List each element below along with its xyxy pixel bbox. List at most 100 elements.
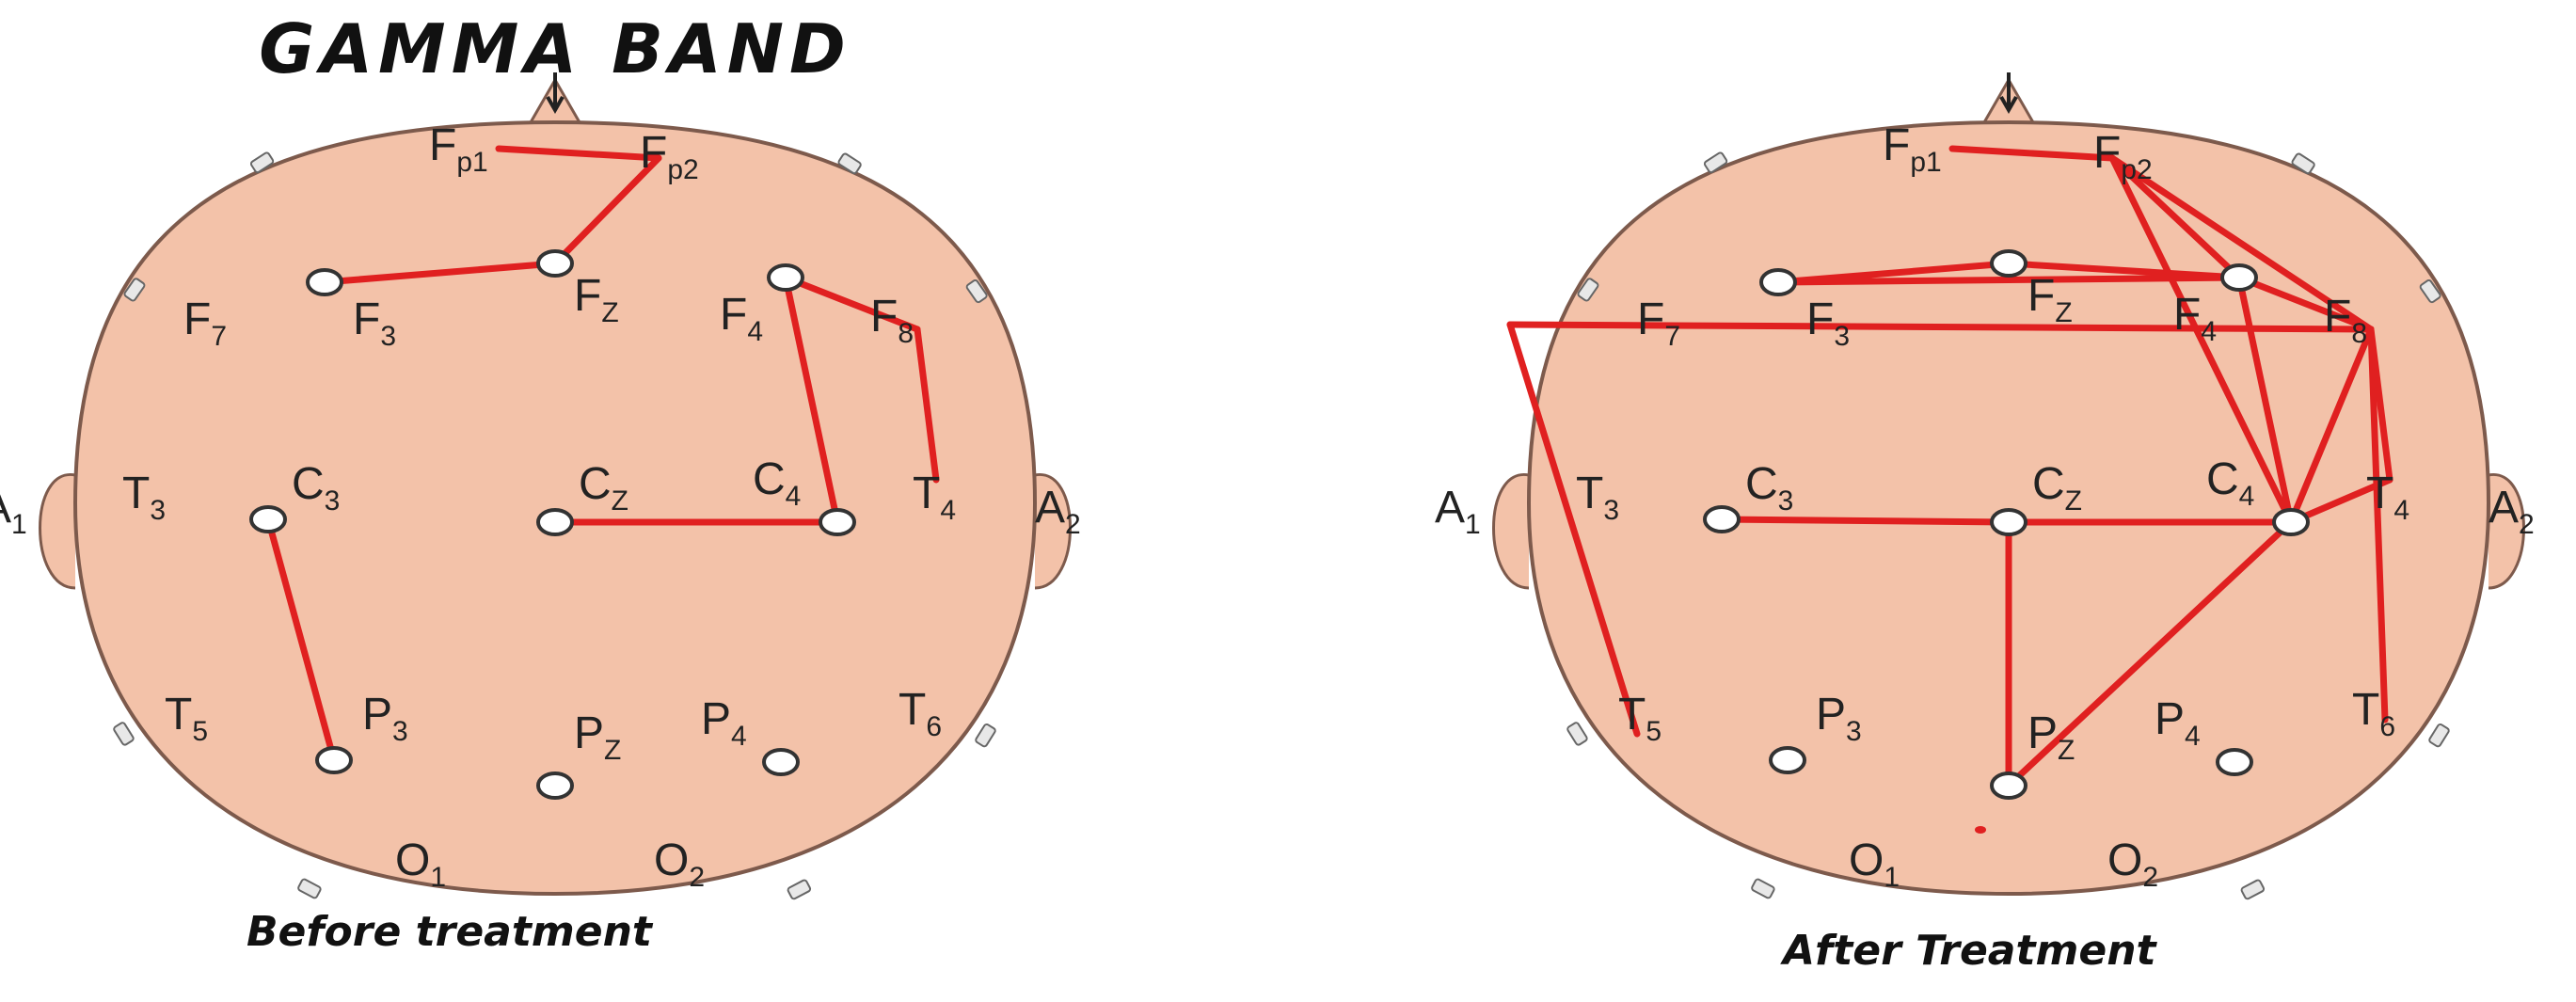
rim-electrode-tab: [787, 879, 812, 900]
electrode-label-pz: PZ: [574, 708, 621, 766]
rim-electrode-tab: [113, 722, 135, 746]
connection-pz-c4: [2005, 518, 2295, 789]
electrode-label-a2: A2: [1035, 483, 1081, 540]
electrode-label-c4: C4: [753, 454, 801, 512]
electrode-label-t6: T6: [2352, 685, 2395, 742]
electrode-fz: [1990, 249, 2027, 278]
electrode-label-a2: A2: [2489, 483, 2535, 540]
rim-electrode-tab: [1566, 722, 1588, 746]
connection-f7-t5: [1506, 321, 1641, 738]
rim-electrode-tab: [2240, 879, 2266, 900]
connection-f4-f8: [782, 274, 921, 333]
electrode-fz: [536, 249, 574, 278]
electrode-label-a1: A1: [0, 483, 27, 540]
electrode-f4: [2220, 263, 2258, 292]
electrode-label-c4: C4: [2206, 454, 2254, 512]
electrode-label-f3: F3: [1806, 294, 1850, 352]
electrode-label-t4: T4: [2366, 469, 2409, 526]
electrode-label-f7: F7: [183, 294, 227, 352]
electrode-label-t4: T4: [913, 469, 956, 526]
nasion-arrow-icon: [546, 72, 564, 115]
electrode-label-fp1: Fp1: [429, 120, 488, 178]
rim-electrode-tab: [2428, 723, 2450, 748]
electrode-label-f8: F8: [2324, 292, 2367, 349]
electrode-cz: [1990, 508, 2027, 536]
connection-fp2-f4: [2108, 154, 2243, 281]
right-ear: [2488, 473, 2525, 590]
connection-c4-t4: [2287, 476, 2393, 526]
electrode-label-p4: P4: [701, 694, 747, 752]
connection-c3-cz: [1718, 516, 2012, 526]
rim-electrode-tab: [837, 152, 862, 175]
left-ear: [1492, 473, 1530, 590]
electrode-c4: [819, 508, 856, 536]
rim-electrode-tab: [975, 723, 996, 748]
electrode-label-f4: F4: [2173, 290, 2217, 347]
electrode-label-f7: F7: [1637, 294, 1680, 352]
connection-f8-t6: [2367, 326, 2389, 724]
electrode-label-fp1: Fp1: [1883, 120, 1942, 178]
connection-fp1-fp2: [1948, 145, 2116, 162]
connection-fp2-c4: [2108, 154, 2295, 526]
electrode-label-fz: FZ: [2027, 271, 2073, 328]
connection-f4-c4: [2235, 274, 2295, 526]
electrode-label-t5: T5: [1618, 690, 1662, 747]
electrode-label-t5: T5: [165, 690, 208, 747]
connection-f8-t4: [914, 326, 940, 484]
rim-electrode-tab: [1751, 878, 1775, 899]
panel-caption-before: Before treatment: [246, 908, 652, 956]
electrode-c4: [2272, 508, 2310, 536]
right-ear: [1034, 473, 1072, 590]
electrode-label-cz: CZ: [579, 459, 628, 517]
electrode-p4: [2216, 748, 2253, 776]
rim-electrode-tab: [2291, 152, 2315, 175]
electrode-label-t3: T3: [1576, 469, 1619, 526]
electrode-c3: [249, 505, 287, 533]
stray-dot-mark: [1975, 826, 1986, 834]
connection-fz-f3: [321, 260, 559, 286]
connection-f7-f8: [1506, 321, 2375, 333]
electrode-label-p3: P3: [362, 690, 408, 747]
panel-caption-after: After Treatment: [1783, 927, 2156, 975]
electrode-label-o1: O1: [395, 835, 446, 893]
electrode-c3: [1703, 505, 1741, 533]
electrode-pz: [1990, 771, 2027, 800]
electrode-label-p4: P4: [2155, 694, 2201, 752]
electrode-label-f3: F3: [353, 294, 396, 352]
electrode-label-fp2: Fp2: [640, 128, 699, 185]
electrode-label-f4: F4: [720, 290, 763, 347]
electrode-pz: [536, 771, 574, 800]
connection-f3-f4: [1774, 274, 2243, 286]
electrode-label-f8: F8: [870, 292, 914, 349]
electrode-label-p3: P3: [1816, 690, 1862, 747]
electrode-label-o1: O1: [1849, 835, 1900, 893]
rim-electrode-tab: [297, 878, 322, 899]
nasion-arrow-icon: [1999, 72, 2018, 115]
electrode-label-o2: O2: [2107, 835, 2158, 893]
electrode-p4: [762, 748, 800, 776]
rim-electrode-tab: [965, 278, 988, 304]
rim-electrode-tab: [123, 278, 146, 302]
diagram-title: GAMMA BAND: [259, 9, 851, 88]
electrode-f3: [1759, 268, 1797, 296]
left-ear: [39, 473, 76, 590]
connection-f4-c4: [782, 274, 841, 526]
electrode-label-o2: O2: [654, 835, 705, 893]
electrode-p3: [1769, 746, 1806, 774]
electrode-label-c3: C3: [292, 459, 340, 517]
electrode-label-fp2: Fp2: [2093, 128, 2153, 185]
connection-fp2-f8: [2108, 154, 2375, 333]
electrode-f3: [306, 268, 343, 296]
electrode-label-t3: T3: [122, 469, 166, 526]
electrode-f4: [767, 263, 804, 292]
electrode-label-fz: FZ: [574, 271, 619, 328]
electrode-label-a1: A1: [1435, 483, 1481, 540]
electrode-label-cz: CZ: [2032, 459, 2082, 517]
electrode-label-t6: T6: [898, 685, 942, 742]
electrode-cz: [536, 508, 574, 536]
electrode-p3: [315, 746, 353, 774]
connection-f4-f8: [2235, 274, 2375, 333]
